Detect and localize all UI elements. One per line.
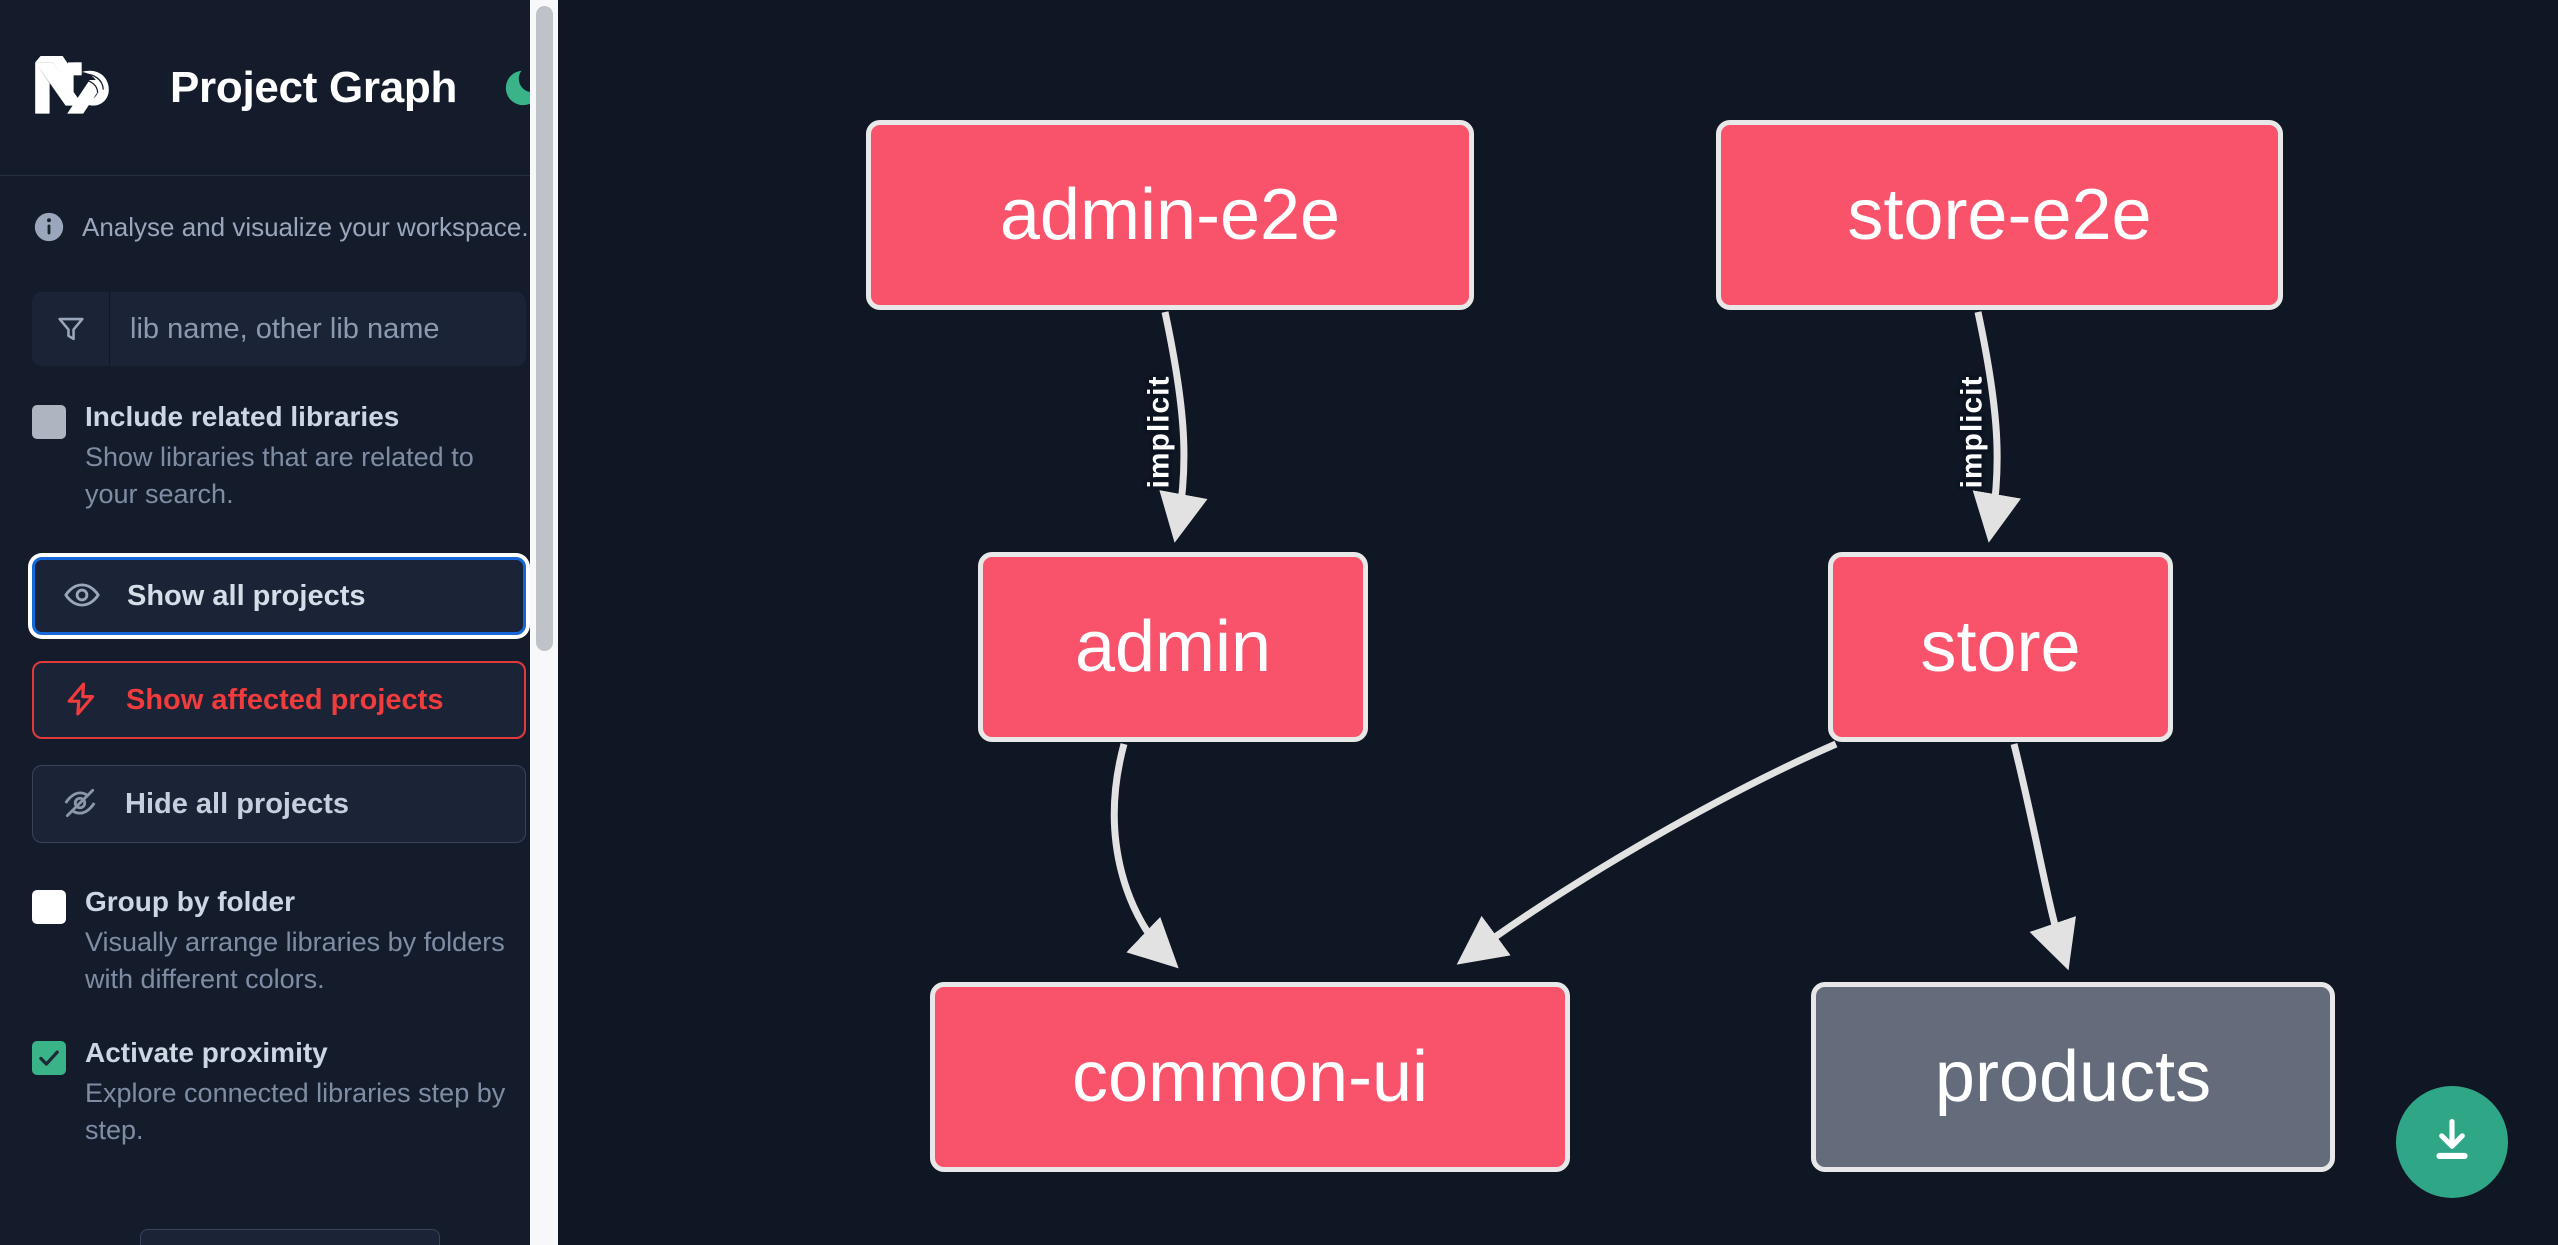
activate-proximity-description: Explore connected libraries step by step…	[85, 1078, 506, 1146]
group-by-folder-checkbox[interactable]	[32, 890, 66, 924]
graph-node-label: store-e2e	[1847, 175, 2152, 255]
include-related-libraries-label: Include related libraries	[85, 401, 400, 432]
graph-node-label: store	[1920, 607, 2081, 687]
download-image-button[interactable]	[2396, 1086, 2508, 1198]
graph-node-admin[interactable]: admin	[978, 552, 1368, 742]
edge-admin-e2e-to-admin	[1159, 311, 1208, 543]
graph-node-label: admin	[1074, 607, 1272, 687]
proximity-stepper-control[interactable]	[140, 1229, 440, 1245]
activate-proximity-checkbox[interactable]	[32, 1041, 66, 1075]
graph-node-store-e2e[interactable]: store-e2e	[1716, 120, 2283, 310]
page-title: Project Graph	[170, 62, 458, 112]
graph-canvas[interactable]: admin-e2e store-e2e admin store common-u…	[558, 0, 2558, 1245]
info-icon	[32, 210, 66, 244]
sidebar-header: Project Graph	[0, 0, 558, 176]
filter-funnel-icon	[32, 292, 110, 366]
graph-node-common-ui[interactable]: common-ui	[930, 982, 1570, 1172]
filter-bar	[32, 292, 526, 366]
graph-edges	[1110, 311, 2076, 971]
workspace-note-text: Analyse and visualize your workspace.	[82, 211, 529, 242]
sidebar-scrollbar-thumb[interactable]	[536, 6, 553, 651]
show-affected-projects-label: Show affected projects	[126, 683, 444, 716]
hide-all-projects-button[interactable]: Hide all projects	[32, 765, 526, 843]
activate-proximity-label: Activate proximity	[85, 1037, 328, 1068]
project-visibility-buttons: Show all projects Show affected projects	[0, 513, 558, 843]
edge-store-to-products	[2010, 743, 2076, 971]
show-affected-projects-button[interactable]: Show affected projects	[32, 661, 526, 739]
lightning-bolt-icon	[62, 680, 100, 721]
eye-icon	[63, 576, 101, 617]
graph-node-label: common-ui	[1071, 1037, 1429, 1117]
hide-all-projects-label: Hide all projects	[125, 787, 350, 820]
download-icon	[2424, 1113, 2480, 1172]
search-input[interactable]	[110, 292, 526, 366]
group-by-folder-label: Group by folder	[85, 886, 295, 917]
checkbox-row-group-by-folder[interactable]: Group by folder Visually arrange librari…	[0, 843, 558, 998]
graph-node-label: products	[1934, 1037, 2212, 1117]
sidebar-scrollbar-track[interactable]	[530, 0, 558, 1245]
edge-store-to-common-ui	[1456, 740, 1838, 965]
edge-admin-to-common-ui	[1110, 743, 1179, 969]
eye-off-icon	[61, 784, 99, 825]
group-by-folder-description: Visually arrange libraries by folders wi…	[85, 927, 505, 995]
show-all-projects-label: Show all projects	[127, 579, 366, 612]
nx-logo-icon	[32, 41, 128, 120]
graph-node-admin-e2e[interactable]: admin-e2e	[866, 120, 1474, 310]
include-related-libraries-description: Show libraries that are related to your …	[85, 442, 474, 510]
graph-node-products[interactable]: products	[1811, 982, 2335, 1172]
include-related-libraries-checkbox[interactable]	[32, 405, 66, 439]
show-all-projects-button[interactable]: Show all projects	[32, 557, 526, 635]
graph-node-label: admin-e2e	[999, 175, 1341, 255]
checkbox-row-activate-proximity[interactable]: Activate proximity Explore connected lib…	[0, 998, 558, 1149]
graph-node-store[interactable]: store	[1828, 552, 2173, 742]
edge-store-e2e-to-store	[1972, 311, 2022, 543]
workspace-note: Analyse and visualize your workspace.	[0, 176, 558, 244]
checkbox-row-include-related-libraries[interactable]: Include related libraries Show libraries…	[0, 366, 558, 513]
sidebar: Project Graph Analyse and visualize your…	[0, 0, 558, 1245]
